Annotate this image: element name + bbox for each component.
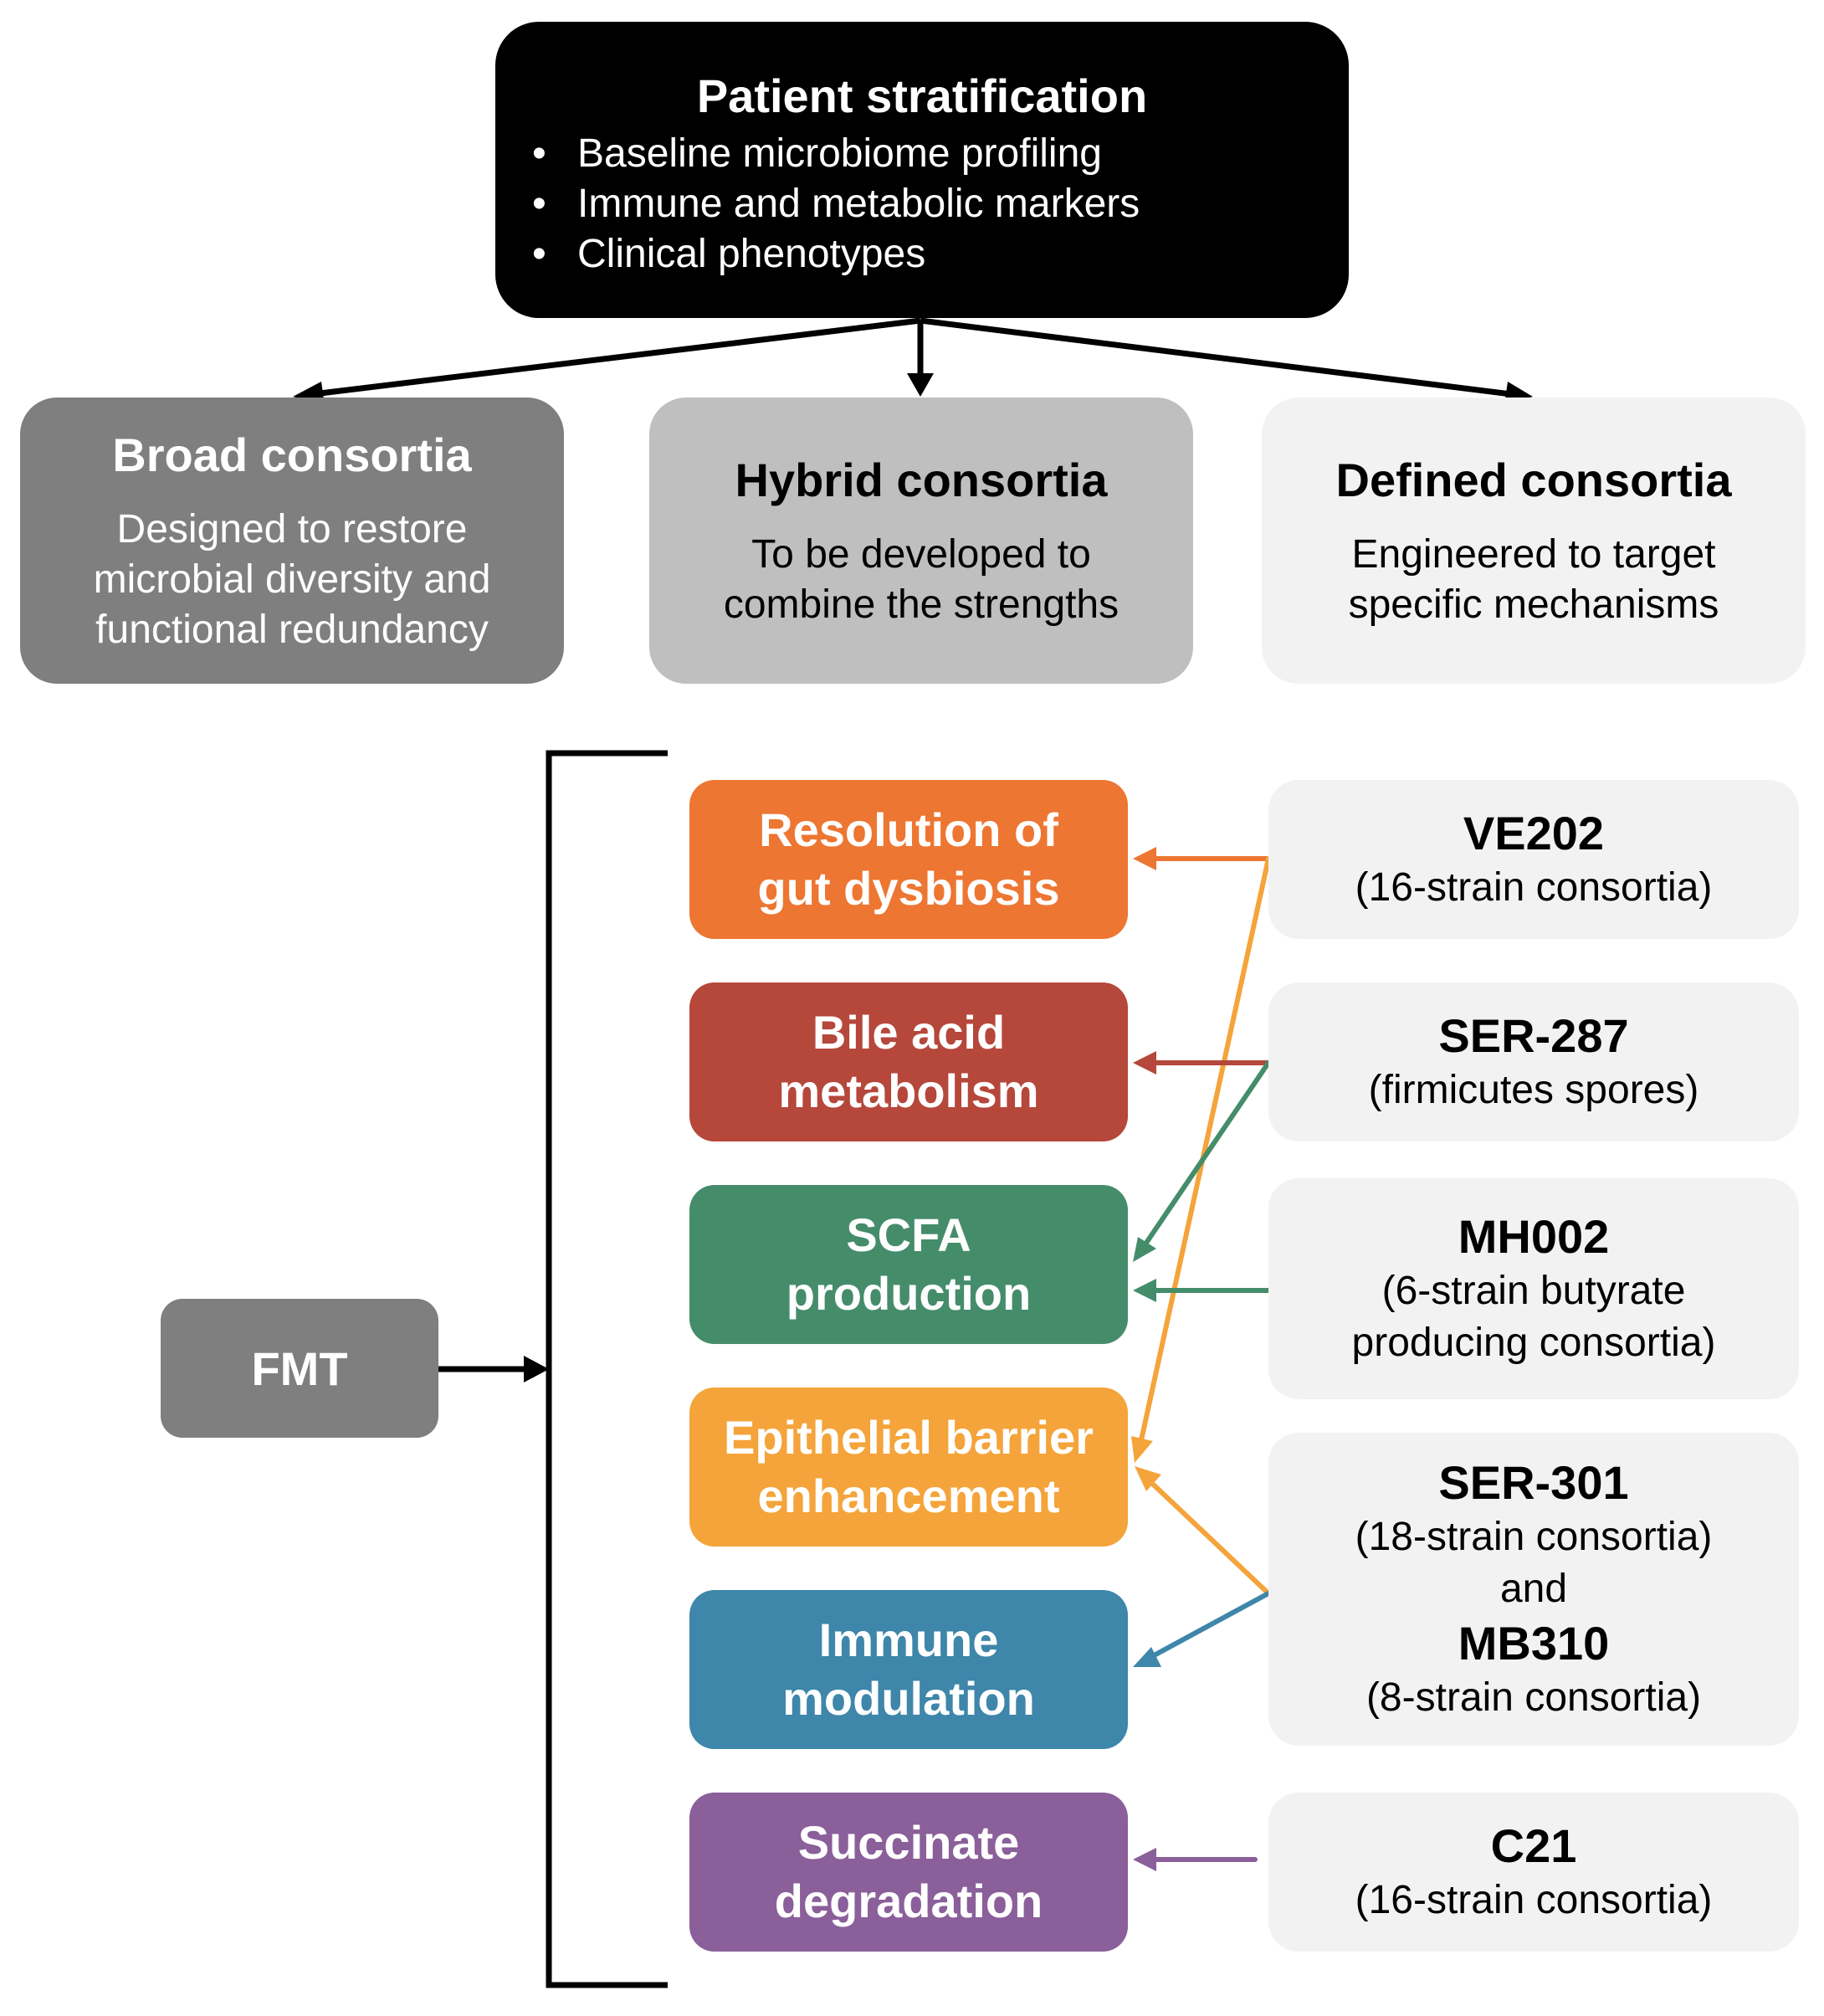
- arrow-ve202-epithelial: [1137, 856, 1271, 1450]
- arrowhead-hybrid: [907, 373, 934, 397]
- mechanism-succinate-degradation: Succinate degradation: [689, 1793, 1128, 1952]
- fmt-bracket: [438, 750, 668, 1988]
- defined-consortia-desc: Engineered to target specific mechanisms: [1348, 532, 1719, 627]
- stratification-bullet: Baseline microbiome profiling: [529, 129, 1140, 179]
- mechanism-label: Succinate degradation: [774, 1816, 1043, 1927]
- mechanism-label: Immune modulation: [782, 1613, 1035, 1725]
- mechanism-label: SCFA production: [786, 1208, 1032, 1320]
- broad-consortia-title: Broad consortia: [112, 428, 472, 481]
- product-ve202-box: VE202 (16-strain consortia): [1268, 780, 1799, 939]
- stratification-list: Baseline microbiome profiling Immune and…: [529, 129, 1140, 280]
- arrow-to-defined: [920, 317, 1519, 398]
- product-name: SER-301: [1438, 1456, 1629, 1509]
- product-description: (16-strain consortia): [1355, 865, 1713, 910]
- stratification-bullet: Immune and metabolic markers: [529, 179, 1140, 229]
- defined-consortia-title: Defined consortia: [1335, 454, 1732, 506]
- product-name-secondary: MB310: [1458, 1617, 1610, 1670]
- mechanism-bile-acid-metabolism: Bile acid metabolism: [689, 982, 1128, 1141]
- product-name: MH002: [1458, 1210, 1610, 1263]
- stratification-arrows: [293, 317, 1533, 405]
- product-description-secondary: (8-strain consortia): [1365, 1675, 1702, 1720]
- mechanism-scfa-production: SCFA production: [689, 1185, 1128, 1344]
- hybrid-consortia-box: Hybrid consortia To be developed to comb…: [649, 398, 1193, 684]
- hybrid-consortia-desc: To be developed to combine the strengths: [723, 532, 1120, 627]
- product-description: (6-strain butyrate producing consortia): [1351, 1269, 1716, 1365]
- product-description: (firmicutes spores): [1368, 1068, 1699, 1112]
- mechanism-epithelial-barrier-enhancement: Epithelial barrier enhancement: [689, 1388, 1128, 1547]
- product-name: VE202: [1463, 807, 1605, 859]
- product-ser287-box: SER-287 (firmicutes spores): [1268, 982, 1799, 1141]
- product-joiner: and: [1499, 1567, 1568, 1611]
- arrow-ser301-epithelial: [1144, 1475, 1271, 1596]
- product-mh002-box: MH002 (6-strain butyrate producing conso…: [1268, 1178, 1799, 1399]
- mechanism-resolution-of-gut-dysbiosis: Resolution of gut dysbiosis: [689, 780, 1128, 939]
- mechanism-label: Resolution of gut dysbiosis: [757, 803, 1060, 915]
- arrow-ser301-immune: [1145, 1591, 1271, 1661]
- patient-stratification-box: Patient stratification Baseline microbio…: [495, 22, 1349, 318]
- arrow-ser287-scfa: [1139, 1060, 1271, 1253]
- product-name: C21: [1490, 1819, 1577, 1872]
- mechanism-immune-modulation: Immune modulation: [689, 1590, 1128, 1749]
- stratification-title: Patient stratification: [696, 69, 1148, 122]
- mapping-arrows: [1131, 847, 1271, 1871]
- mechanism-label: Bile acid metabolism: [778, 1006, 1039, 1117]
- mechanism-label: Epithelial barrier enhancement: [724, 1411, 1094, 1522]
- defined-consortia-box: Defined consortia Engineered to target s…: [1262, 398, 1806, 684]
- product-description: (18-strain consortia): [1355, 1515, 1713, 1559]
- product-description: (16-strain consortia): [1355, 1878, 1713, 1922]
- hybrid-consortia-title: Hybrid consortia: [735, 454, 1108, 506]
- product-c21-box: C21 (16-strain consortia): [1268, 1793, 1799, 1952]
- broad-consortia-box: Broad consortia Designed to restore micr…: [20, 398, 564, 684]
- product-ser301-mb310-box: SER-301 (18-strain consortia) and MB310 …: [1268, 1433, 1799, 1746]
- stratification-bullet: Clinical phenotypes: [529, 229, 1140, 280]
- broad-consortia-desc: Designed to restore microbial diversity …: [93, 507, 491, 652]
- arrow-to-broad: [305, 317, 921, 398]
- fmt-label: FMT: [251, 1341, 348, 1395]
- fmt-box: FMT: [161, 1299, 438, 1438]
- product-name: SER-287: [1438, 1009, 1629, 1062]
